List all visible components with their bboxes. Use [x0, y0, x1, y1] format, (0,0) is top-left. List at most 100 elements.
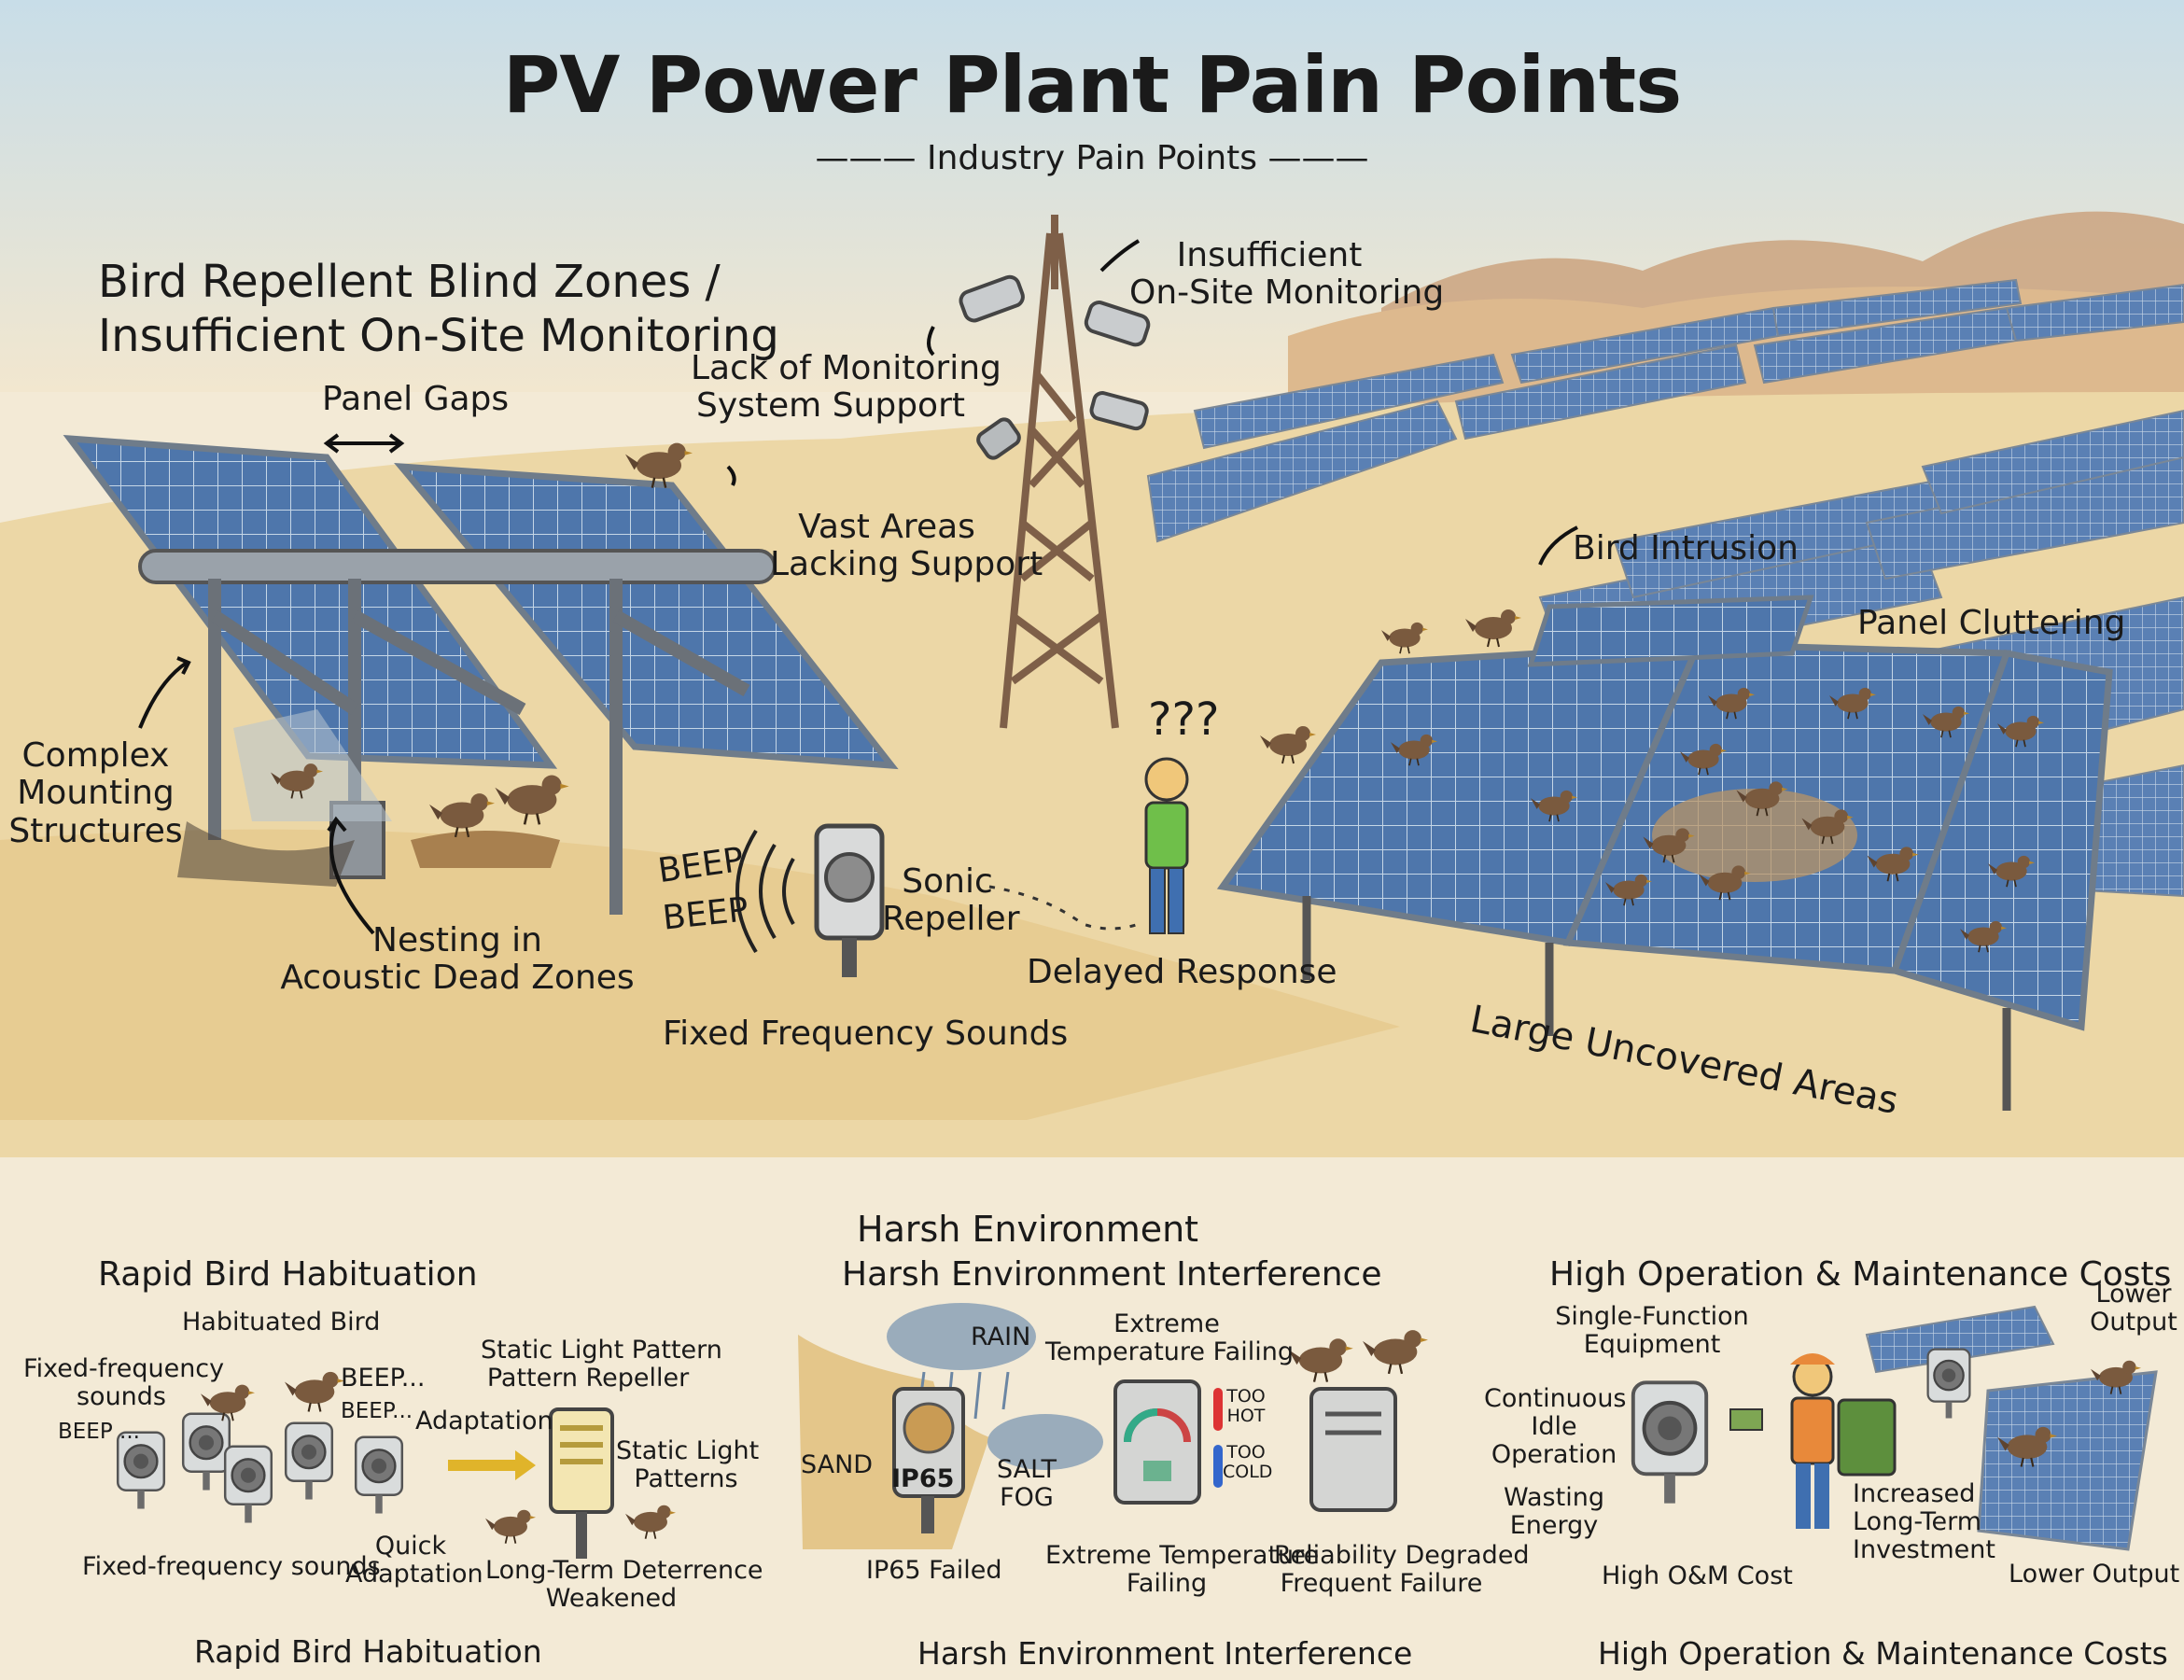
- beep-small-left: BEEP ...: [58, 1420, 140, 1444]
- rain-label: RAIN: [971, 1323, 1031, 1351]
- increased-investment-label: Increased Long-Term Investment: [1853, 1479, 1995, 1565]
- too-cold-line1: TOO: [1226, 1442, 1266, 1463]
- fixed-frequency-top-label: Fixed-frequency sounds: [23, 1354, 225, 1412]
- fixed-frequency-sounds-label: Fixed Frequency Sounds: [663, 1015, 1069, 1053]
- fixed-frequency-top-line1: Fixed-frequency: [23, 1354, 225, 1383]
- subtitle-rule-right: ———: [1267, 139, 1369, 177]
- costs-art: [1631, 1305, 2158, 1551]
- panel-gaps-label: Panel Gaps: [322, 380, 510, 418]
- insufficient-monitoring-line1: Insufficient: [1176, 236, 1363, 274]
- insufficient-monitoring-line2: On-Site Monitoring: [1129, 273, 1445, 313]
- too-hot-label: TOO HOT: [1223, 1386, 1269, 1427]
- beep-small-right-1: BEEP...: [341, 1364, 426, 1393]
- quick-line1: Quick: [374, 1532, 447, 1561]
- quick-line2: Adaptation: [345, 1560, 483, 1589]
- static-pattern-repeller-label: Static Light Pattern Pattern Repeller: [481, 1336, 722, 1393]
- reliability-line2: Frequent Failure: [1280, 1569, 1483, 1599]
- complex-mounting-line1: Complex: [21, 736, 170, 775]
- lack-monitoring-line2: System Support: [696, 386, 965, 426]
- vast-areas-label: Vast Areas Lacking Support: [770, 508, 1043, 584]
- ip65-failed-label: IP65 Failed: [866, 1556, 1002, 1585]
- too-cold-line2: COLD: [1223, 1462, 1273, 1483]
- nesting-label: Nesting in Acoustic Dead Zones: [280, 921, 635, 998]
- static-light-line2: Patterns: [634, 1464, 738, 1494]
- increased-line2: Long-Term: [1853, 1507, 1982, 1537]
- nesting-line2: Acoustic Dead Zones: [280, 959, 635, 998]
- adaptation-label: Adaptation: [415, 1407, 553, 1435]
- costs-footer: High Operation & Maintenance Costs: [1598, 1635, 2168, 1672]
- too-hot-line1: TOO: [1226, 1386, 1266, 1407]
- habituation-footer: Rapid Bird Habituation: [194, 1633, 542, 1670]
- increased-line1: Increased: [1853, 1479, 1976, 1508]
- quick-adaptation-label: Quick Adaptation: [345, 1532, 483, 1589]
- sonic-repeller-line1: Sonic: [902, 862, 993, 901]
- blind-zones-heading-line2: Insufficient On-Site Monitoring: [98, 310, 779, 362]
- subtitle-text: Industry Pain Points: [926, 139, 1258, 177]
- static-light-patterns-label: Static Light Patterns: [616, 1436, 760, 1494]
- complex-mounting-line2: Mounting: [17, 774, 175, 813]
- high-om-cost-label: High O&M Cost: [1602, 1561, 1793, 1590]
- insufficient-monitoring-label: Insufficient On-Site Monitoring: [1129, 236, 1445, 313]
- salt-line: SALT: [997, 1455, 1057, 1484]
- ip65-badge: IP65: [891, 1464, 955, 1493]
- single-function-label: Single-Function Equipment: [1549, 1302, 1755, 1360]
- subtitle-rule-left: ———: [815, 139, 917, 177]
- vast-areas-line1: Vast Areas: [798, 508, 975, 546]
- monitoring-tower: [1000, 215, 1119, 729]
- lower-top-line2: Output: [2090, 1308, 2177, 1337]
- static-light-line1: Static Light: [616, 1436, 760, 1465]
- lack-monitoring-line1: Lack of Monitoring: [691, 349, 1001, 387]
- extreme-bottom-line1: Extreme Temperature: [1045, 1541, 1320, 1570]
- sonic-repeller-line2: Repeller: [882, 900, 1020, 939]
- wasting-line1: Wasting: [1504, 1483, 1604, 1512]
- deterrence-line1: Long-Term Deterrence: [485, 1556, 763, 1585]
- idle-line3: Operation: [1491, 1440, 1617, 1470]
- sonic-repeller-device: [735, 823, 885, 977]
- page-subtitle: ——— Industry Pain Points ———: [0, 139, 2184, 177]
- fog-line: FOG: [1000, 1483, 1054, 1513]
- continuous-idle-label: Continuous Idle Operation: [1484, 1384, 1627, 1470]
- sonic-repeller-label: Sonic Repeller: [882, 862, 1020, 939]
- sand-label: SAND: [801, 1450, 874, 1479]
- extreme-temp-top-label: Extreme Temperature Failing: [1045, 1309, 1294, 1367]
- delayed-response-label: Delayed Response: [1027, 953, 1337, 991]
- deterrence-line2: Weakened: [545, 1584, 678, 1614]
- fixed-frequency-bottom-label: Fixed-frequency sounds: [82, 1552, 381, 1581]
- left-panel-structure: [63, 434, 899, 915]
- reliability-label: Reliability Degraded Frequent Failure: [1274, 1541, 1530, 1599]
- environment-heading: Harsh Environment Interference: [842, 1255, 1382, 1294]
- lower-output-bottom-label: Lower Output: [2009, 1560, 2180, 1589]
- complex-mounting-label: Complex Mounting Structures: [0, 736, 191, 850]
- callout-arrows: [138, 239, 1578, 935]
- wasting-energy-label: Wasting Energy: [1498, 1483, 1610, 1541]
- single-line1: Single-Function: [1555, 1302, 1749, 1331]
- nesting-line1: Nesting in: [372, 921, 542, 959]
- security-cameras: [959, 274, 1151, 460]
- lack-monitoring-label: Lack of Monitoring System Support: [691, 349, 1001, 426]
- environment-footer: Harsh Environment Interference: [917, 1635, 1413, 1672]
- habituation-heading: Rapid Bird Habituation: [98, 1255, 478, 1294]
- right-foreground-panels: [1216, 595, 2113, 1111]
- panel-gaps-arrow: [323, 433, 405, 454]
- idle-line2: Idle: [1531, 1412, 1577, 1442]
- deterrence-weakened-label: Long-Term Deterrence Weakened: [485, 1556, 763, 1614]
- single-line2: Equipment: [1583, 1330, 1721, 1360]
- extreme-temp-bottom-label: Extreme Temperature Failing: [1045, 1541, 1320, 1598]
- salt-fog-label: SALT FOG: [989, 1455, 1064, 1513]
- bird-intrusion-label: Bird Intrusion: [1573, 529, 1799, 567]
- complex-mounting-line3: Structures: [8, 811, 183, 850]
- reliability-line1: Reliability Degraded: [1274, 1541, 1530, 1570]
- wasting-line2: Energy: [1509, 1511, 1599, 1541]
- habituated-bird-label: Habituated Bird: [182, 1308, 381, 1337]
- environment-art: [798, 1303, 1428, 1549]
- extreme-top-line1: Extreme: [1113, 1309, 1220, 1338]
- confused-worker: [988, 757, 1189, 934]
- too-hot-line2: HOT: [1226, 1406, 1266, 1427]
- increased-line3: Investment: [1853, 1535, 1995, 1565]
- question-marks: ???: [1148, 693, 1220, 746]
- extreme-top-line2: Temperature Failing: [1045, 1337, 1294, 1367]
- too-cold-label: TOO COLD: [1223, 1442, 1273, 1483]
- fixed-frequency-top-line2: sounds: [76, 1382, 167, 1412]
- lower-top-line1: Lower: [2095, 1280, 2172, 1309]
